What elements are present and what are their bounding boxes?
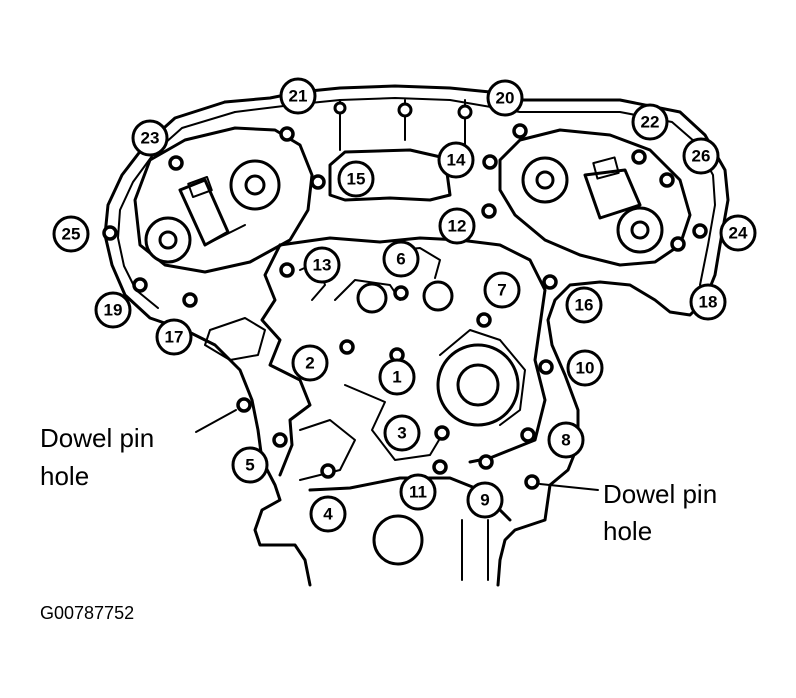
bolt-label-3: 3	[383, 414, 421, 452]
bolt-hole	[168, 155, 184, 171]
bolt-label-1-text: 1	[392, 368, 401, 387]
bolt-label-5-text: 5	[245, 456, 254, 475]
bolt-label-11-text: 11	[409, 483, 427, 502]
bolt-label-15-text: 15	[347, 170, 366, 189]
bolt-label-6-text: 6	[396, 250, 405, 269]
bolt-label-2-text: 2	[305, 354, 314, 373]
bolt-label-26: 26	[682, 137, 720, 175]
bolt-label-14-text: 14	[447, 151, 466, 170]
bolt-label-20: 20	[486, 79, 524, 117]
dowel-pin-hole-right	[524, 474, 540, 490]
bolt-hole	[482, 154, 498, 170]
bolt-label-15: 15	[337, 160, 375, 198]
bolt-label-11: 11	[399, 473, 437, 511]
dowel-callout-right-line2: hole	[603, 516, 652, 546]
bolt-hole	[279, 126, 295, 142]
bolt-hole	[102, 225, 118, 241]
bolt-hole	[310, 174, 326, 190]
bolt-hole	[520, 427, 536, 443]
dowel-callout-right-line1: Dowel pin	[603, 479, 717, 509]
bolt-label-17: 17	[155, 318, 193, 356]
bolt-label-16-text: 16	[575, 296, 594, 315]
bolt-hole	[320, 463, 336, 479]
bolt-label-21: 21	[279, 77, 317, 115]
figure-code: G00787752	[40, 603, 134, 623]
bolt-label-25: 25	[52, 215, 90, 253]
bolt-hole	[478, 454, 494, 470]
bolt-label-9-text: 9	[480, 491, 489, 510]
bolt-hole	[670, 236, 686, 252]
bolt-label-8: 8	[547, 421, 585, 459]
bolt-hole	[279, 262, 295, 278]
bolt-hole	[339, 339, 355, 355]
bolt-label-7: 7	[483, 271, 521, 309]
bolt-holes	[102, 123, 708, 490]
bolt-label-12: 12	[438, 207, 476, 245]
bolt-hole	[692, 223, 708, 239]
bolt-hole	[512, 123, 528, 139]
bolt-label-21-text: 21	[289, 87, 308, 106]
bolt-hole	[393, 285, 409, 301]
cover-linework	[103, 84, 730, 587]
bolt-label-13-text: 13	[313, 256, 332, 275]
bolt-label-23: 23	[131, 119, 169, 157]
bolt-hole	[132, 277, 148, 293]
bolt-label-4: 4	[309, 495, 347, 533]
dowel-callout-right: Dowel pin hole	[539, 479, 717, 546]
bolt-label-17-text: 17	[165, 328, 184, 347]
bolt-label-6: 6	[382, 240, 420, 278]
bolt-hole	[538, 359, 554, 375]
bolt-label-4-text: 4	[323, 505, 333, 524]
bolt-label-13: 13	[303, 246, 341, 284]
dowel-pin-hole-left	[236, 397, 252, 413]
bolt-label-10: 10	[566, 349, 604, 387]
bolt-hole	[481, 203, 497, 219]
bolt-label-19-text: 19	[104, 301, 123, 320]
bolt-label-18: 18	[689, 283, 727, 321]
bolt-label-23-text: 23	[141, 129, 160, 148]
dowel-callout-left-line1: Dowel pin	[40, 423, 154, 453]
bolt-label-26-text: 26	[692, 147, 711, 166]
bolt-label-24-text: 24	[729, 224, 748, 243]
bolt-label-7-text: 7	[497, 281, 506, 300]
bolt-label-10-text: 10	[576, 359, 595, 378]
bolt-label-12-text: 12	[448, 217, 467, 236]
bolt-label-1: 1	[378, 358, 416, 396]
bolt-hole	[432, 459, 448, 475]
bolt-hole	[434, 425, 450, 441]
bolt-label-14: 14	[437, 141, 475, 179]
bolt-hole	[659, 172, 675, 188]
bolt-hole	[182, 292, 198, 308]
bolt-label-18-text: 18	[699, 293, 718, 312]
bolt-hole	[631, 149, 647, 165]
bolt-hole	[476, 312, 492, 328]
bolt-label-22: 22	[631, 103, 669, 141]
bolt-label-2: 2	[291, 344, 329, 382]
bolt-label-5: 5	[231, 446, 269, 484]
bolt-label-3-text: 3	[397, 424, 406, 443]
dowel-callout-left: Dowel pin hole	[40, 409, 237, 491]
bolt-hole	[272, 432, 288, 448]
bolt-label-20-text: 20	[496, 89, 515, 108]
bolt-label-24: 24	[719, 214, 757, 252]
bolt-label-8-text: 8	[561, 431, 570, 450]
bolt-label-22-text: 22	[641, 113, 660, 132]
bolt-hole	[542, 274, 558, 290]
bolt-label-19: 19	[94, 291, 132, 329]
bolt-labels: 1 2 3 4 5 6 7 8 9 10 11 12 13 14 15 16 1…	[52, 77, 757, 533]
bolt-label-16: 16	[565, 286, 603, 324]
bolt-label-25-text: 25	[62, 225, 81, 244]
bolt-label-9: 9	[466, 481, 504, 519]
dowel-callout-left-line2: hole	[40, 461, 89, 491]
